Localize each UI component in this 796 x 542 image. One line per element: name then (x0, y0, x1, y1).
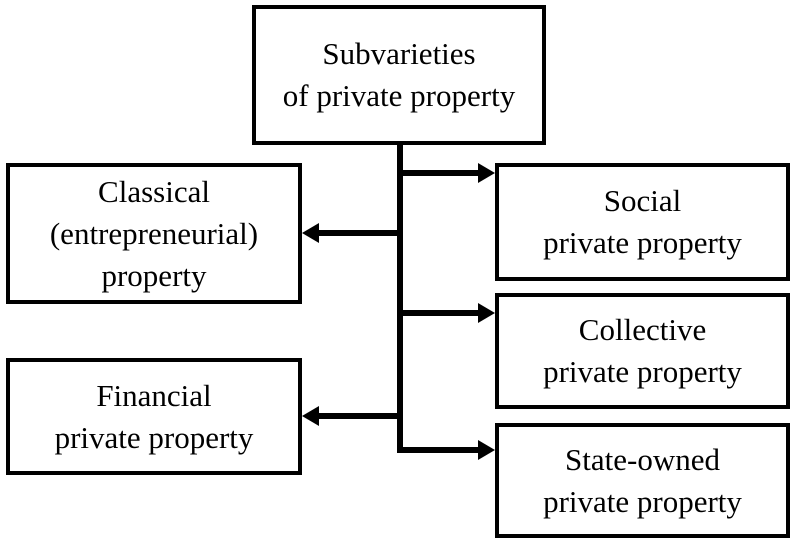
node-label-line: Collective (578, 312, 707, 347)
node-label-line: private property (543, 225, 742, 260)
arrow-right-icon (478, 163, 495, 183)
node-financial-private-property: Financial private property (6, 358, 302, 475)
node-state-owned-private-property: State-owned private property (495, 423, 790, 538)
arrow-right-icon (478, 440, 495, 460)
node-label-line: of private property (282, 78, 516, 113)
node-label-line: (entrepreneurial) (49, 215, 259, 251)
node-classical-property: Classical (entrepreneurial) property (6, 163, 302, 304)
connector-to-financial (318, 413, 400, 419)
connector-trunk-line (397, 143, 403, 453)
node-label-line: Subvarieties (322, 36, 476, 71)
node-collective-private-property: Collective private property (495, 293, 790, 409)
node-subvarieties: Subvarieties of private property (252, 5, 546, 145)
node-label-line: Classical (98, 173, 210, 209)
arrow-left-icon (302, 223, 319, 243)
node-label-line: private property (543, 354, 742, 389)
connector-to-collective (400, 310, 478, 316)
connector-to-classical (318, 230, 400, 236)
node-label-line: Social (603, 183, 682, 218)
node-label-line: State-owned (565, 441, 720, 477)
node-social-private-property: Social private property (495, 163, 790, 281)
arrow-right-icon (478, 303, 495, 323)
connector-to-social (400, 170, 478, 176)
connector-to-state-owned (400, 447, 478, 453)
node-label-line: property (101, 257, 207, 293)
node-label-line: private property (54, 419, 254, 455)
arrow-left-icon (302, 406, 319, 426)
node-label-line: Financial (96, 377, 212, 413)
node-label-line: private property (543, 483, 742, 519)
